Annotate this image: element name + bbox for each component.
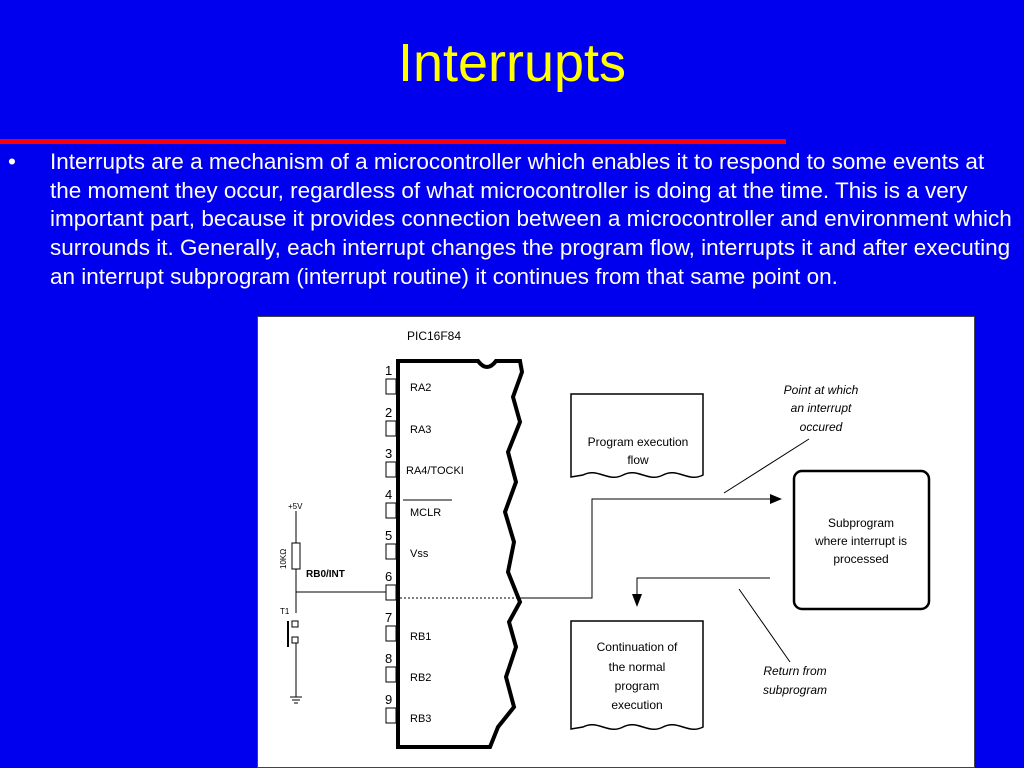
pin-number: 1 [385, 363, 392, 378]
arrow-to-continuation [632, 594, 642, 607]
program-flow-text: Program execution [588, 435, 689, 449]
subprogram-box [792, 469, 931, 611]
svg-text:Point at which: Point at which [784, 383, 859, 397]
resistor [291, 542, 301, 570]
pin-name: RA3 [410, 424, 431, 436]
chip-label: PIC16F84 [407, 329, 461, 343]
pin-number: 9 [385, 692, 392, 707]
svg-text:occured: occured [800, 420, 843, 434]
bullet-item: • Interrupts are a mechanism of a microc… [8, 148, 1018, 292]
input-label: RB0/INT [306, 569, 345, 580]
pin-2: 2 RA3 [385, 405, 431, 437]
program-flow-box [570, 393, 704, 478]
resistor-label: 10KΩ [279, 549, 288, 569]
pin-name: RA2 [410, 382, 431, 394]
diagram-canvas: PIC16F84 1 RA2 2 RA3 3 RA4/TOCKI 4 MCLR … [279, 329, 931, 749]
switch-label: T1 [280, 607, 290, 616]
svg-text:subprogram: subprogram [763, 683, 827, 697]
pin-1: 1 RA2 [385, 363, 431, 395]
pin-number: 6 [385, 569, 392, 584]
supply-label: +5V [288, 502, 303, 511]
pin-number: 7 [385, 610, 392, 625]
return-note: Return from subprogram [738, 588, 827, 697]
continuation-text: the normal [609, 660, 666, 674]
continuation-box [570, 620, 704, 730]
pin-9: 9 RB3 [385, 692, 431, 725]
pin-number: 3 [385, 446, 392, 461]
pin-3: 3 RA4/TOCKI [385, 446, 464, 478]
pin-name: RB1 [410, 631, 431, 643]
pin-7: 7 RB1 [385, 610, 431, 643]
program-flow-text: flow [627, 453, 649, 467]
continuation-text: Continuation of [597, 640, 678, 654]
pin-name: MCLR [410, 507, 441, 519]
continuation-text: program [615, 679, 660, 693]
pin-name: RB3 [410, 713, 431, 725]
pin-number: 8 [385, 651, 392, 666]
return-line [636, 577, 770, 594]
interrupt-point-note: Point at which an interrupt occured [723, 383, 859, 494]
pin-6: 6 [385, 569, 397, 601]
pin-name: RA4/TOCKI [406, 465, 464, 477]
interrupt-diagram: PIC16F84 1 RA2 2 RA3 3 RA4/TOCKI 4 MCLR … [257, 316, 975, 768]
pin-number: 4 [385, 487, 392, 502]
subprogram-text: Subprogram [828, 516, 894, 530]
chip-body [396, 359, 525, 749]
subprogram-text: where interrupt is [814, 534, 907, 548]
pin-number: 5 [385, 528, 392, 543]
continuation-text: execution [611, 698, 662, 712]
pin-name: Vss [410, 548, 429, 560]
input-circuit: +5V 10KΩ RB0/INT T1 [279, 502, 386, 704]
pin-4: 4 MCLR [385, 487, 452, 519]
pin-number: 2 [385, 405, 392, 420]
subprogram-text: processed [833, 552, 888, 566]
pin-name: RB2 [410, 672, 431, 684]
slide-title: Interrupts [397, 33, 627, 93]
bullet-marker: • [8, 149, 16, 174]
flow-line [522, 498, 770, 599]
bullet-text: Interrupts are a mechanism of a microcon… [50, 149, 1012, 289]
title-underline [0, 139, 786, 144]
pin-5: 5 Vss [385, 528, 429, 560]
svg-text:an interrupt: an interrupt [791, 401, 852, 415]
arrow-to-subprogram [770, 494, 782, 504]
svg-text:Return from: Return from [763, 664, 826, 678]
pin-8: 8 RB2 [385, 651, 431, 684]
